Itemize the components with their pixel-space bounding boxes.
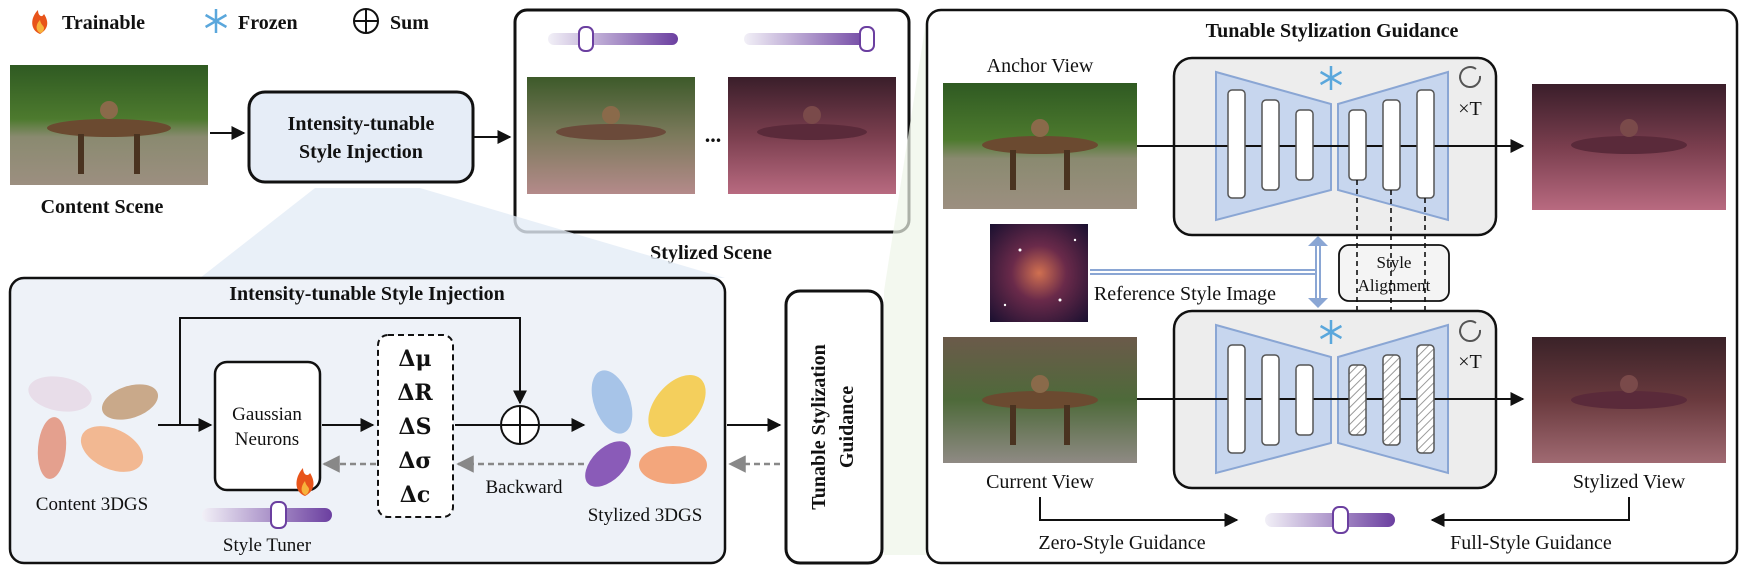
- current-view-label: Current View: [986, 471, 1094, 493]
- stylized-3dgs-gaussians: [585, 370, 707, 487]
- sum-node: [500, 405, 540, 445]
- intensity-slider-low: [548, 26, 678, 52]
- injection-box-line1: Intensity-tunable: [288, 113, 435, 135]
- stylized-scene-image-low: [527, 77, 695, 194]
- delta-sigma: Δσ: [398, 448, 431, 474]
- style-tuner-label: Style Tuner: [223, 535, 312, 556]
- skip-connection: [179, 317, 527, 425]
- injection-box: Intensity-tunable Style Injection: [247, 90, 475, 184]
- stylized-scene-image-high: [728, 77, 896, 194]
- snowflake-icon: [204, 9, 228, 33]
- delta-s: ΔS: [399, 414, 432, 440]
- delta-c: Δc: [400, 482, 430, 508]
- current-view-image: [943, 337, 1137, 463]
- anchor-view-image: [943, 83, 1137, 209]
- content-scene-image: [10, 65, 208, 185]
- style-alignment-line1: Style: [1377, 253, 1412, 272]
- unet-top-loop-icon: [1459, 66, 1482, 88]
- intensity-slider-high: [744, 26, 875, 52]
- backward-label: Backward: [485, 477, 563, 498]
- style-alignment-line2: Alignment: [1358, 276, 1431, 295]
- content-scene-label: Content Scene: [41, 196, 164, 218]
- gaussian-neurons-box: Gaussian Neurons: [213, 360, 322, 492]
- stylized-view-label: Stylized View: [1573, 471, 1686, 493]
- fire-icon: [32, 10, 48, 34]
- reference-style-image: [990, 224, 1088, 322]
- delta-mu: Δμ: [398, 346, 431, 372]
- injection-box-line2: Style Injection: [299, 141, 423, 163]
- zero-style-arrow: [1039, 497, 1239, 527]
- legend-frozen-label: Frozen: [238, 12, 298, 34]
- guidance-box-line2: Guidance: [836, 386, 858, 468]
- delta-attributes-box: Δμ ΔR ΔS Δσ Δc: [377, 334, 454, 518]
- zoom-connector: [200, 188, 725, 278]
- circled-plus-icon: [353, 8, 379, 34]
- injection-panel-title: Intensity-tunable Style Injection: [229, 283, 505, 305]
- legend-sum-label: Sum: [390, 12, 429, 34]
- guidance-panel: Tunable Stylization Guidance Anchor View: [925, 8, 1739, 565]
- neurons-line2: Neurons: [235, 429, 299, 450]
- unet-bottom-times-t: ×T: [1458, 351, 1482, 373]
- stylized-scene-panel: ...: [513, 8, 911, 234]
- zero-style-label: Zero-Style Guidance: [1038, 532, 1205, 554]
- stylized-3dgs-label: Stylized 3DGS: [588, 505, 703, 526]
- guidance-zoom-connector: [884, 15, 927, 555]
- unet-top-times-t: ×T: [1458, 98, 1482, 120]
- unet-bottom-loop-icon: [1459, 320, 1482, 342]
- neurons-line1: Gaussian: [232, 404, 302, 425]
- anchor-stylized-image: [1532, 84, 1726, 210]
- full-style-arrow: [1430, 497, 1630, 527]
- guidance-box-line1: Tunable Stylization: [808, 344, 830, 509]
- unet-top: ×T: [1137, 56, 1520, 237]
- unet-bottom-snowflake-icon: [1319, 320, 1343, 344]
- style-tuner-slider: [202, 501, 332, 529]
- full-style-label: Full-Style Guidance: [1450, 532, 1612, 554]
- stylized-scene-label: Stylized Scene: [650, 242, 772, 264]
- guidance-slider: [1265, 506, 1395, 534]
- legend: Trainable Frozen Sum: [32, 8, 429, 34]
- content-3dgs-gaussians: [28, 376, 159, 479]
- legend-trainable-label: Trainable: [62, 12, 145, 34]
- unet-top-snowflake-icon: [1319, 66, 1343, 90]
- content-3dgs-label: Content 3DGS: [36, 494, 148, 515]
- style-alignment-box: Style Alignment: [1338, 244, 1450, 302]
- delta-r: ΔR: [397, 380, 433, 406]
- injection-panel: Intensity-tunable Style Injection Conten…: [8, 276, 727, 565]
- neurons-fire-icon: [296, 468, 314, 496]
- anchor-view-label: Anchor View: [987, 55, 1094, 77]
- guidance-box: Tunable Stylization Guidance: [784, 289, 884, 565]
- ellipsis: ...: [705, 122, 722, 147]
- unet-bottom: ×T: [1137, 309, 1520, 490]
- guidance-panel-title: Tunable Stylization Guidance: [1206, 20, 1459, 42]
- reference-style-label: Reference Style Image: [1094, 283, 1276, 305]
- stylized-view-image: [1532, 337, 1726, 463]
